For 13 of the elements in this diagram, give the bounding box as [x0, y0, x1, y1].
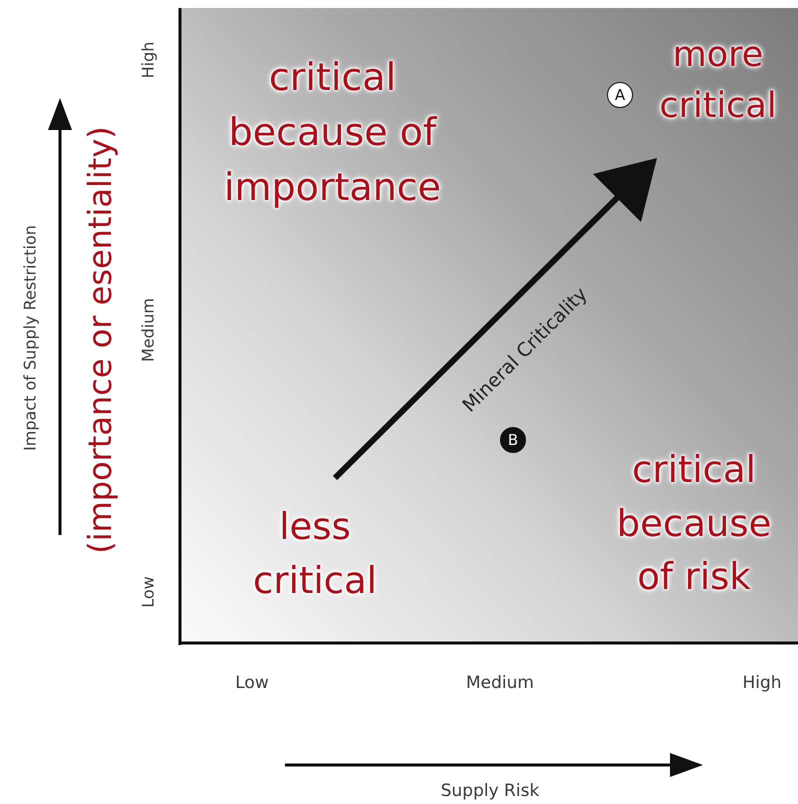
tick-label: Low [138, 576, 158, 608]
tick-label: Medium [138, 298, 158, 362]
quadrant-label: less critical [252, 504, 378, 604]
axis-title: Impact of Supply Restriction [20, 225, 40, 451]
axis-title: Supply Risk [440, 781, 540, 801]
quadrant-label: critical because of importance [222, 54, 442, 212]
tick-label: Low [235, 673, 269, 693]
axis-subtitle: (importance or esentiality) [81, 126, 119, 554]
quadrant-label: critical because of risk [616, 447, 772, 600]
tick-label: Medium [466, 673, 534, 693]
tick-label: High [138, 42, 158, 78]
quadrant-label: more critical [658, 34, 778, 128]
tick-label: High [742, 673, 782, 693]
